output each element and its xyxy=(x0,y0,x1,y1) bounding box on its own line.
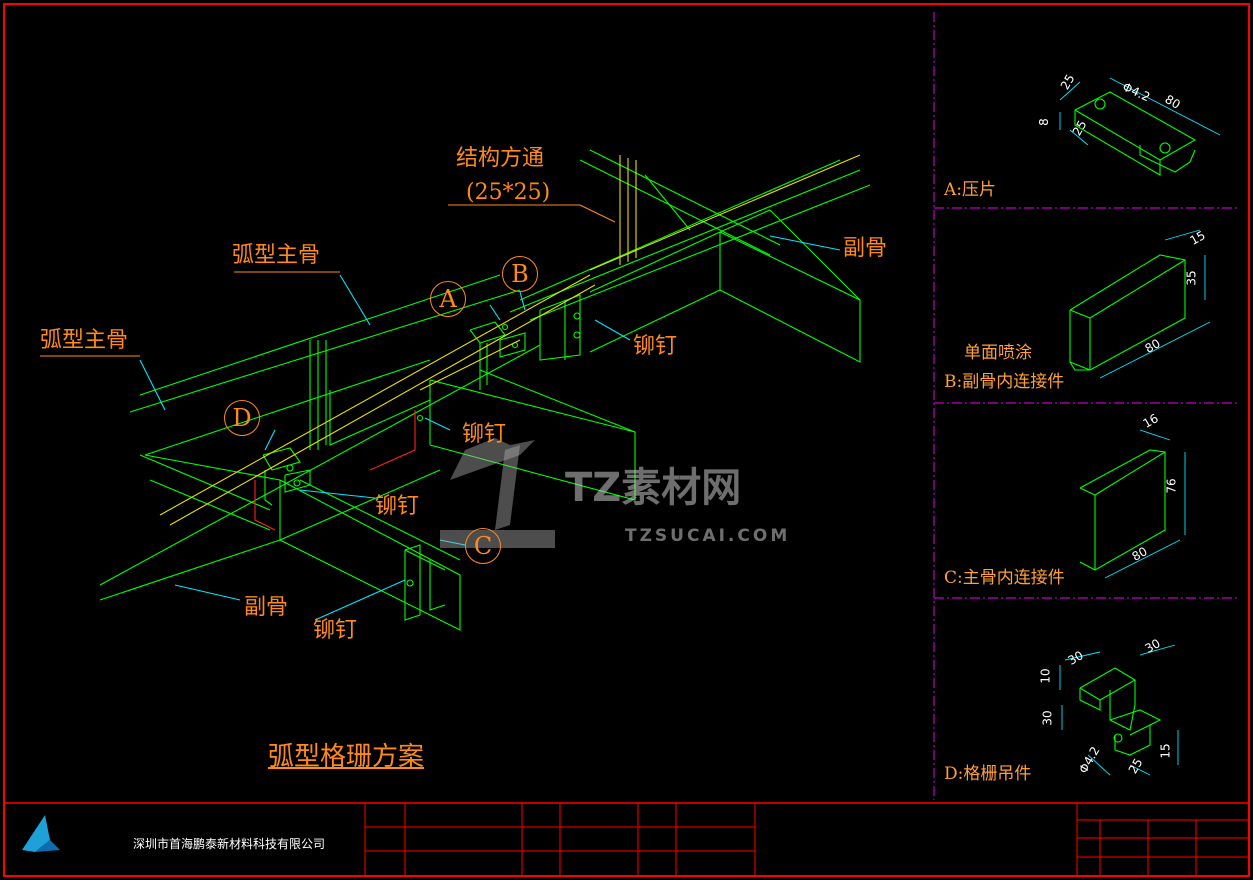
detail-c-drawing xyxy=(1079,449,1166,571)
leader-lines xyxy=(139,235,841,621)
detail-panel-separators xyxy=(933,12,1240,800)
arc-main-bone-label-1: 弧型主骨 xyxy=(232,243,321,268)
detail-d-dim-3: 10 xyxy=(1038,668,1053,684)
detail-a-dim-4: 8 xyxy=(1036,118,1051,126)
structure-tube-label: 结构方通 xyxy=(456,146,545,171)
marker-a: A xyxy=(430,281,466,317)
red-profile-lines xyxy=(254,410,416,531)
watermark-main: TZ素材网 xyxy=(565,465,742,511)
structure-tube-lines xyxy=(159,154,861,526)
marker-b: B xyxy=(502,256,538,292)
detail-b-note: 单面喷涂 xyxy=(964,343,1032,363)
detail-d-dim-4: 30 xyxy=(1040,710,1055,726)
detail-a-dimensions xyxy=(1059,77,1221,146)
marker-d: D xyxy=(224,400,260,436)
detail-b-name: B:副骨内连接件 xyxy=(944,372,1065,392)
detail-d-drawing xyxy=(1079,667,1162,756)
rivet-label-1: 铆钉 xyxy=(633,334,678,359)
detail-c-dim-2: 76 xyxy=(1164,478,1179,494)
main-assembly xyxy=(99,149,871,631)
label-leaders xyxy=(40,204,616,357)
title-block-grid xyxy=(364,803,1249,876)
arc-main-bone-label-2: 弧型主骨 xyxy=(40,328,129,353)
structure-tube-size-label: (25*25) xyxy=(466,180,551,205)
watermark-sub: TZSUCAI.COM xyxy=(625,526,791,546)
detail-d-dim-7: 15 xyxy=(1158,743,1173,759)
drawing-title: 弧型格珊方案 xyxy=(268,742,425,772)
detail-b-drawing xyxy=(1069,254,1186,371)
detail-d-name: D:格栅吊件 xyxy=(944,764,1032,784)
sub-bone-top-label: 副骨 xyxy=(843,236,888,261)
marker-c: C xyxy=(465,528,501,564)
detail-c-dimensions xyxy=(1104,429,1186,579)
rivet-label-2: 铆钉 xyxy=(462,422,507,447)
rivet-label-3: 铆钉 xyxy=(375,494,420,519)
rivet-label-4: 铆钉 xyxy=(313,618,358,643)
outer-frame xyxy=(3,3,1250,877)
watermark-logo xyxy=(440,438,555,548)
detail-a-name: A:压片 xyxy=(944,180,997,200)
detail-a-drawing xyxy=(1074,91,1197,176)
company-logo xyxy=(22,815,60,852)
detail-d-dimensions xyxy=(1059,644,1179,776)
detail-c-name: C:主骨内连接件 xyxy=(944,568,1065,588)
sub-bone-bottom-label: 副骨 xyxy=(244,595,289,620)
company-name: 深圳市首海鹏泰新材料科技有限公司 xyxy=(133,837,326,851)
detail-b-dimensions xyxy=(1099,229,1211,379)
detail-b-dim-2: 35 xyxy=(1184,270,1199,286)
